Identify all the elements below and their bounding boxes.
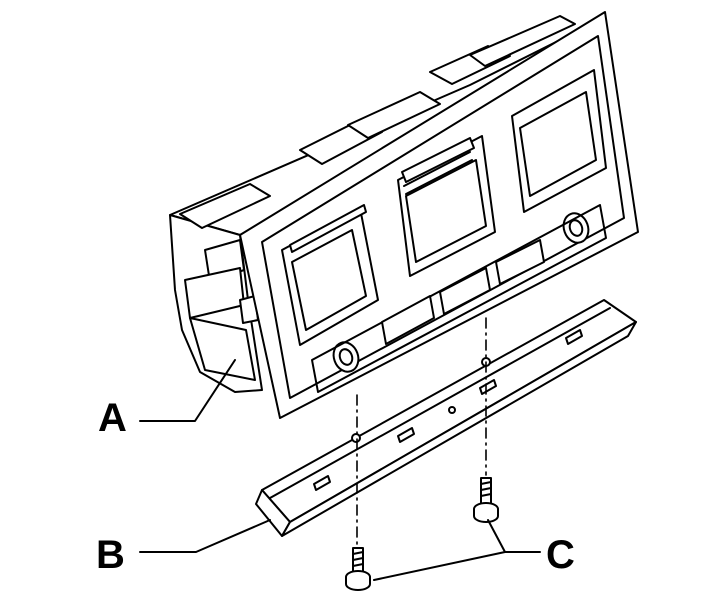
climate-control-unit: [169, 11, 639, 419]
label-a: A: [98, 396, 127, 440]
trim-strip: [255, 299, 637, 537]
label-c: C: [546, 533, 575, 577]
assembly-lines: [356, 317, 487, 546]
leader-lines: [139, 359, 541, 581]
label-b: B: [96, 533, 125, 577]
screw-left: [345, 547, 371, 591]
screw-right: [473, 477, 499, 523]
